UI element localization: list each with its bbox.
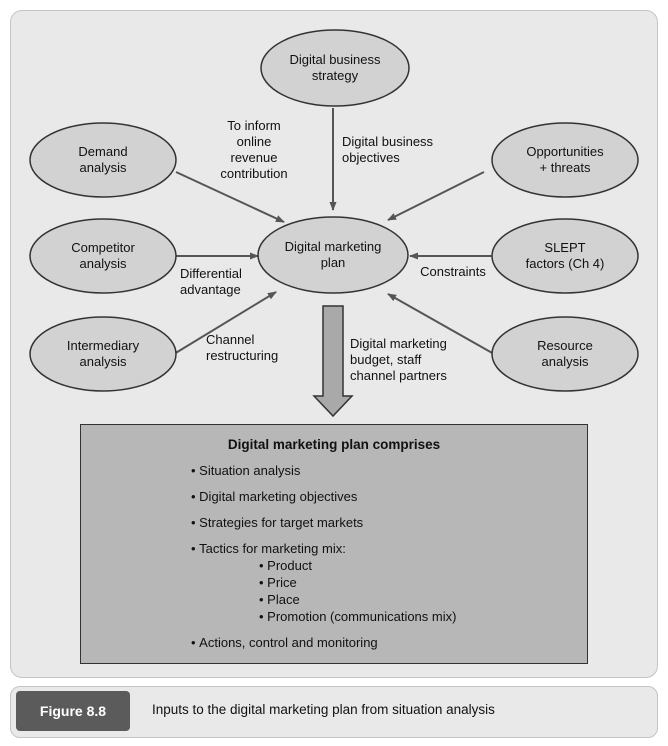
node-opportunities-shape (491, 122, 639, 198)
node-plan-label: Digital marketing plan (284, 239, 382, 270)
plan-item: Actions, control and monitoring (191, 635, 377, 651)
edge-label-inform: To inform online revenue contribution (220, 118, 288, 181)
arrow-intermediary-to-plan (173, 291, 277, 355)
node-strategy-shape (260, 29, 410, 107)
plan-sub-item: Promotion (communications mix) (259, 609, 456, 625)
node-plan-shape (257, 216, 409, 294)
edge-label-channel: Channel restructuring (206, 332, 279, 363)
edge-label-differential: Differential advantage (180, 266, 242, 297)
plan-item: Tactics for marketing mix: (191, 541, 346, 557)
plan-comprises-box: Digital marketing plan comprises Situati… (80, 424, 588, 664)
node-demand-shape (29, 122, 177, 198)
node-slept-shape (491, 218, 639, 294)
plan-sub-item: Price (259, 575, 297, 591)
block-arrow-down (312, 305, 354, 418)
figure-number-badge: Figure 8.8 (16, 691, 130, 731)
plan-item: Digital marketing objectives (191, 489, 357, 505)
arrow-resource-to-plan (387, 293, 495, 355)
arrow-opportunities-to-plan (387, 171, 485, 221)
plan-sub-item: Product (259, 558, 312, 574)
arrow-demand-to-plan (175, 171, 285, 223)
plan-box-title: Digital marketing plan comprises (227, 437, 441, 452)
plan-sub-item: Place (259, 592, 300, 608)
node-competitor-label: Competitor analysis (71, 240, 135, 271)
plan-item: Situation analysis (191, 463, 300, 479)
node-resource-shape (491, 316, 639, 392)
node-slept-label: SLEPT factors (Ch 4) (525, 240, 605, 271)
edge-label-objectives: Digital business objectives (342, 134, 434, 165)
figure-caption: Inputs to the digital marketing plan fro… (152, 702, 495, 717)
node-competitor-shape (29, 218, 177, 294)
plan-item: Strategies for target markets (191, 515, 363, 531)
node-resource-label: Resource analysis (537, 338, 593, 369)
node-opportunities-label: Opportunities + threats (526, 144, 604, 175)
edge-label-constraints: Constraints (420, 264, 486, 279)
node-strategy-label: Digital business strategy (289, 52, 381, 83)
node-demand-label: Demand analysis (78, 144, 128, 175)
node-intermediary-shape (29, 316, 177, 392)
edge-label-budget: Digital marketing budget, staff channel … (350, 336, 447, 383)
node-intermediary-label: Intermediary analysis (66, 338, 140, 369)
